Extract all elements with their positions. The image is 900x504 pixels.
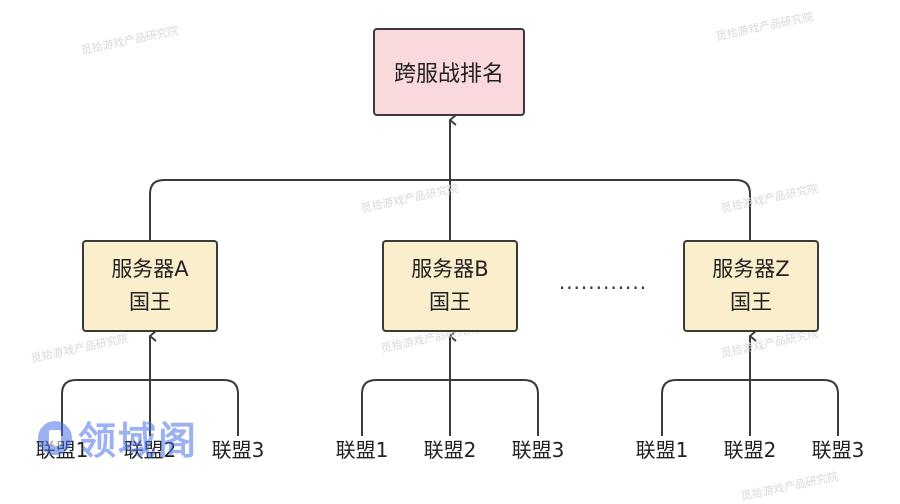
alliance-leaf: 联盟1 — [335, 438, 389, 462]
alliance-leaf: 联盟2 — [123, 438, 177, 462]
brand-logo: 领域阁 — [38, 410, 198, 465]
alliance-leaf: 联盟3 — [211, 438, 265, 462]
root-label: 跨服战排名 — [393, 62, 504, 87]
server-name: 服务器Z — [712, 257, 790, 281]
server-role: 国王 — [129, 290, 171, 314]
server-name: 服务器A — [111, 257, 189, 281]
server-node-b: 服务器B 国王 — [382, 240, 518, 332]
root-node: 跨服战排名 — [373, 28, 525, 116]
server-role: 国王 — [429, 290, 471, 314]
more-servers-ellipsis: ............ — [558, 270, 648, 294]
server-node-z: 服务器Z 国王 — [683, 240, 819, 332]
logo-icon — [38, 420, 72, 455]
server-name: 服务器B — [411, 257, 489, 281]
logo-text: 领域阁 — [78, 419, 199, 463]
server-role: 国王 — [730, 290, 772, 314]
alliance-leaf: 联盟2 — [423, 438, 477, 462]
server-node-a: 服务器A 国王 — [82, 240, 218, 332]
alliance-leaf: 联盟3 — [811, 438, 865, 462]
alliance-leaf: 联盟2 — [723, 438, 777, 462]
alliance-leaf: 联盟3 — [511, 438, 565, 462]
alliance-leaf: 联盟1 — [635, 438, 689, 462]
